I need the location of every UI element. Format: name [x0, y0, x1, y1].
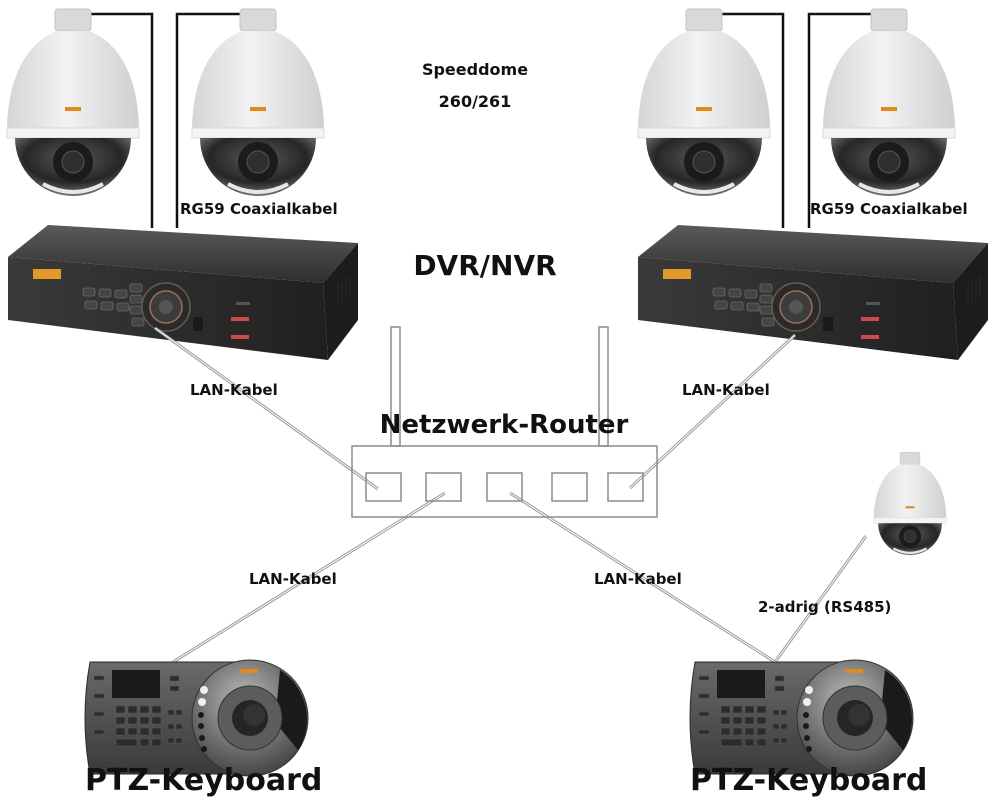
- dvr-nvr-label: DVR/NVR: [413, 249, 556, 282]
- lan-label-keyboard-right: LAN-Kabel: [594, 570, 682, 588]
- lan-label-dvr-left: LAN-Kabel: [190, 381, 278, 399]
- ptz-keyboard-left: [84, 659, 309, 777]
- router-label: Netzwerk-Router: [380, 410, 629, 440]
- router-port-1: [365, 472, 402, 502]
- speeddome-camera-4: [821, 7, 957, 198]
- coax-cable-left-1: [88, 12, 154, 228]
- speeddome-camera-3: [636, 7, 772, 198]
- router-port-2: [425, 472, 462, 502]
- coax-label-right: RG59 Coaxialkabel: [810, 200, 968, 218]
- ptz-keyboard-right: [689, 659, 914, 777]
- coax-cable-right-2: [807, 12, 875, 228]
- router-port-3: [486, 472, 523, 502]
- router-port-5: [607, 472, 644, 502]
- network-router: [351, 326, 658, 518]
- speeddome-title-label: Speeddome: [422, 60, 528, 79]
- coax-cable-left-2: [175, 12, 243, 228]
- rs485-label: 2-adrig (RS485): [758, 598, 891, 616]
- router-port-4: [551, 472, 588, 502]
- speeddome-camera-5: [872, 451, 948, 557]
- coax-label-left: RG59 Coaxialkabel: [180, 200, 338, 218]
- router-body: [351, 445, 658, 518]
- lan-label-dvr-right: LAN-Kabel: [682, 381, 770, 399]
- ptz-keyboard-label-right: PTZ-Keyboard: [690, 763, 927, 798]
- coax-cable-right-1: [720, 12, 785, 228]
- speeddome-camera-2: [190, 7, 326, 198]
- coax-cables: [88, 12, 875, 228]
- speeddome-model-label: 260/261: [439, 92, 512, 111]
- speeddome-camera-1: [5, 7, 141, 198]
- dvr-nvr-right: [637, 224, 989, 361]
- dvr-nvr-left: [7, 224, 359, 361]
- lan-label-keyboard-left: LAN-Kabel: [249, 570, 337, 588]
- ptz-keyboard-label-left: PTZ-Keyboard: [85, 763, 322, 798]
